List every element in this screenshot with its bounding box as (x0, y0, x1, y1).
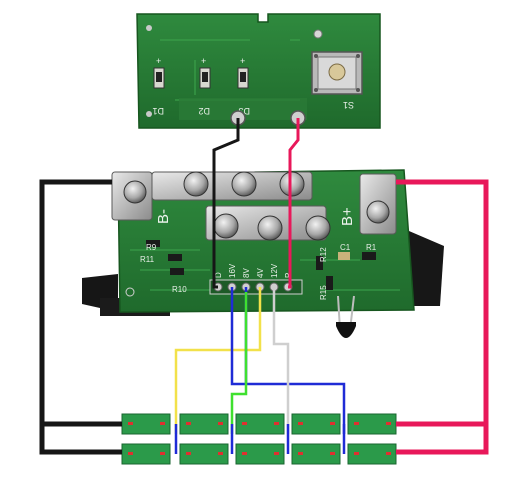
battery-cells (121, 413, 397, 465)
terminal-b-plus-label: B+ (339, 207, 356, 226)
thermistor (336, 295, 356, 338)
res-r1-label: R1 (366, 243, 377, 252)
res-r11-label: R11 (140, 255, 155, 264)
wire-red-main (396, 179, 489, 455)
diode-d1-label: D1 (152, 106, 164, 116)
wire-black-top (212, 118, 240, 289)
wire-red-top (288, 118, 300, 289)
svg-text:+: + (156, 56, 161, 66)
wire-green (230, 292, 248, 434)
cap-c1-label: C1 (340, 243, 351, 252)
wire-black-main (39, 179, 122, 455)
tactile-switch-s1: S1 (311, 51, 363, 110)
diode-d2-label: D2 (198, 106, 210, 116)
smd-components (125, 240, 376, 297)
res-r9-label: R9 (146, 243, 157, 252)
pin-label-16v: 16V (228, 263, 237, 278)
wire-yellow (174, 287, 262, 434)
wire-grey (272, 287, 290, 434)
svg-text:+: + (201, 56, 206, 66)
diode-d2: + D2 (198, 56, 211, 116)
pin-label-4v: 4V (256, 268, 265, 278)
diode-d3: + D3 (237, 56, 250, 116)
switch-s1-label: S1 (343, 100, 354, 110)
diode-d1: + D1 (152, 56, 165, 116)
res-r15-label: R15 (319, 285, 328, 300)
terminal-b-minus-label: B- (155, 209, 172, 224)
res-r12-label: R12 (319, 247, 328, 262)
res-r10-label: R10 (172, 285, 187, 294)
cell-links (174, 424, 346, 454)
top-pcb (136, 13, 381, 129)
pin-label-8v: 8V (242, 268, 251, 278)
diode-d3-label: D3 (238, 106, 250, 116)
pin-label-12v: 12V (270, 263, 279, 278)
screws (123, 171, 390, 241)
svg-text:+: + (240, 56, 245, 66)
pin-label-d: D (214, 272, 223, 278)
